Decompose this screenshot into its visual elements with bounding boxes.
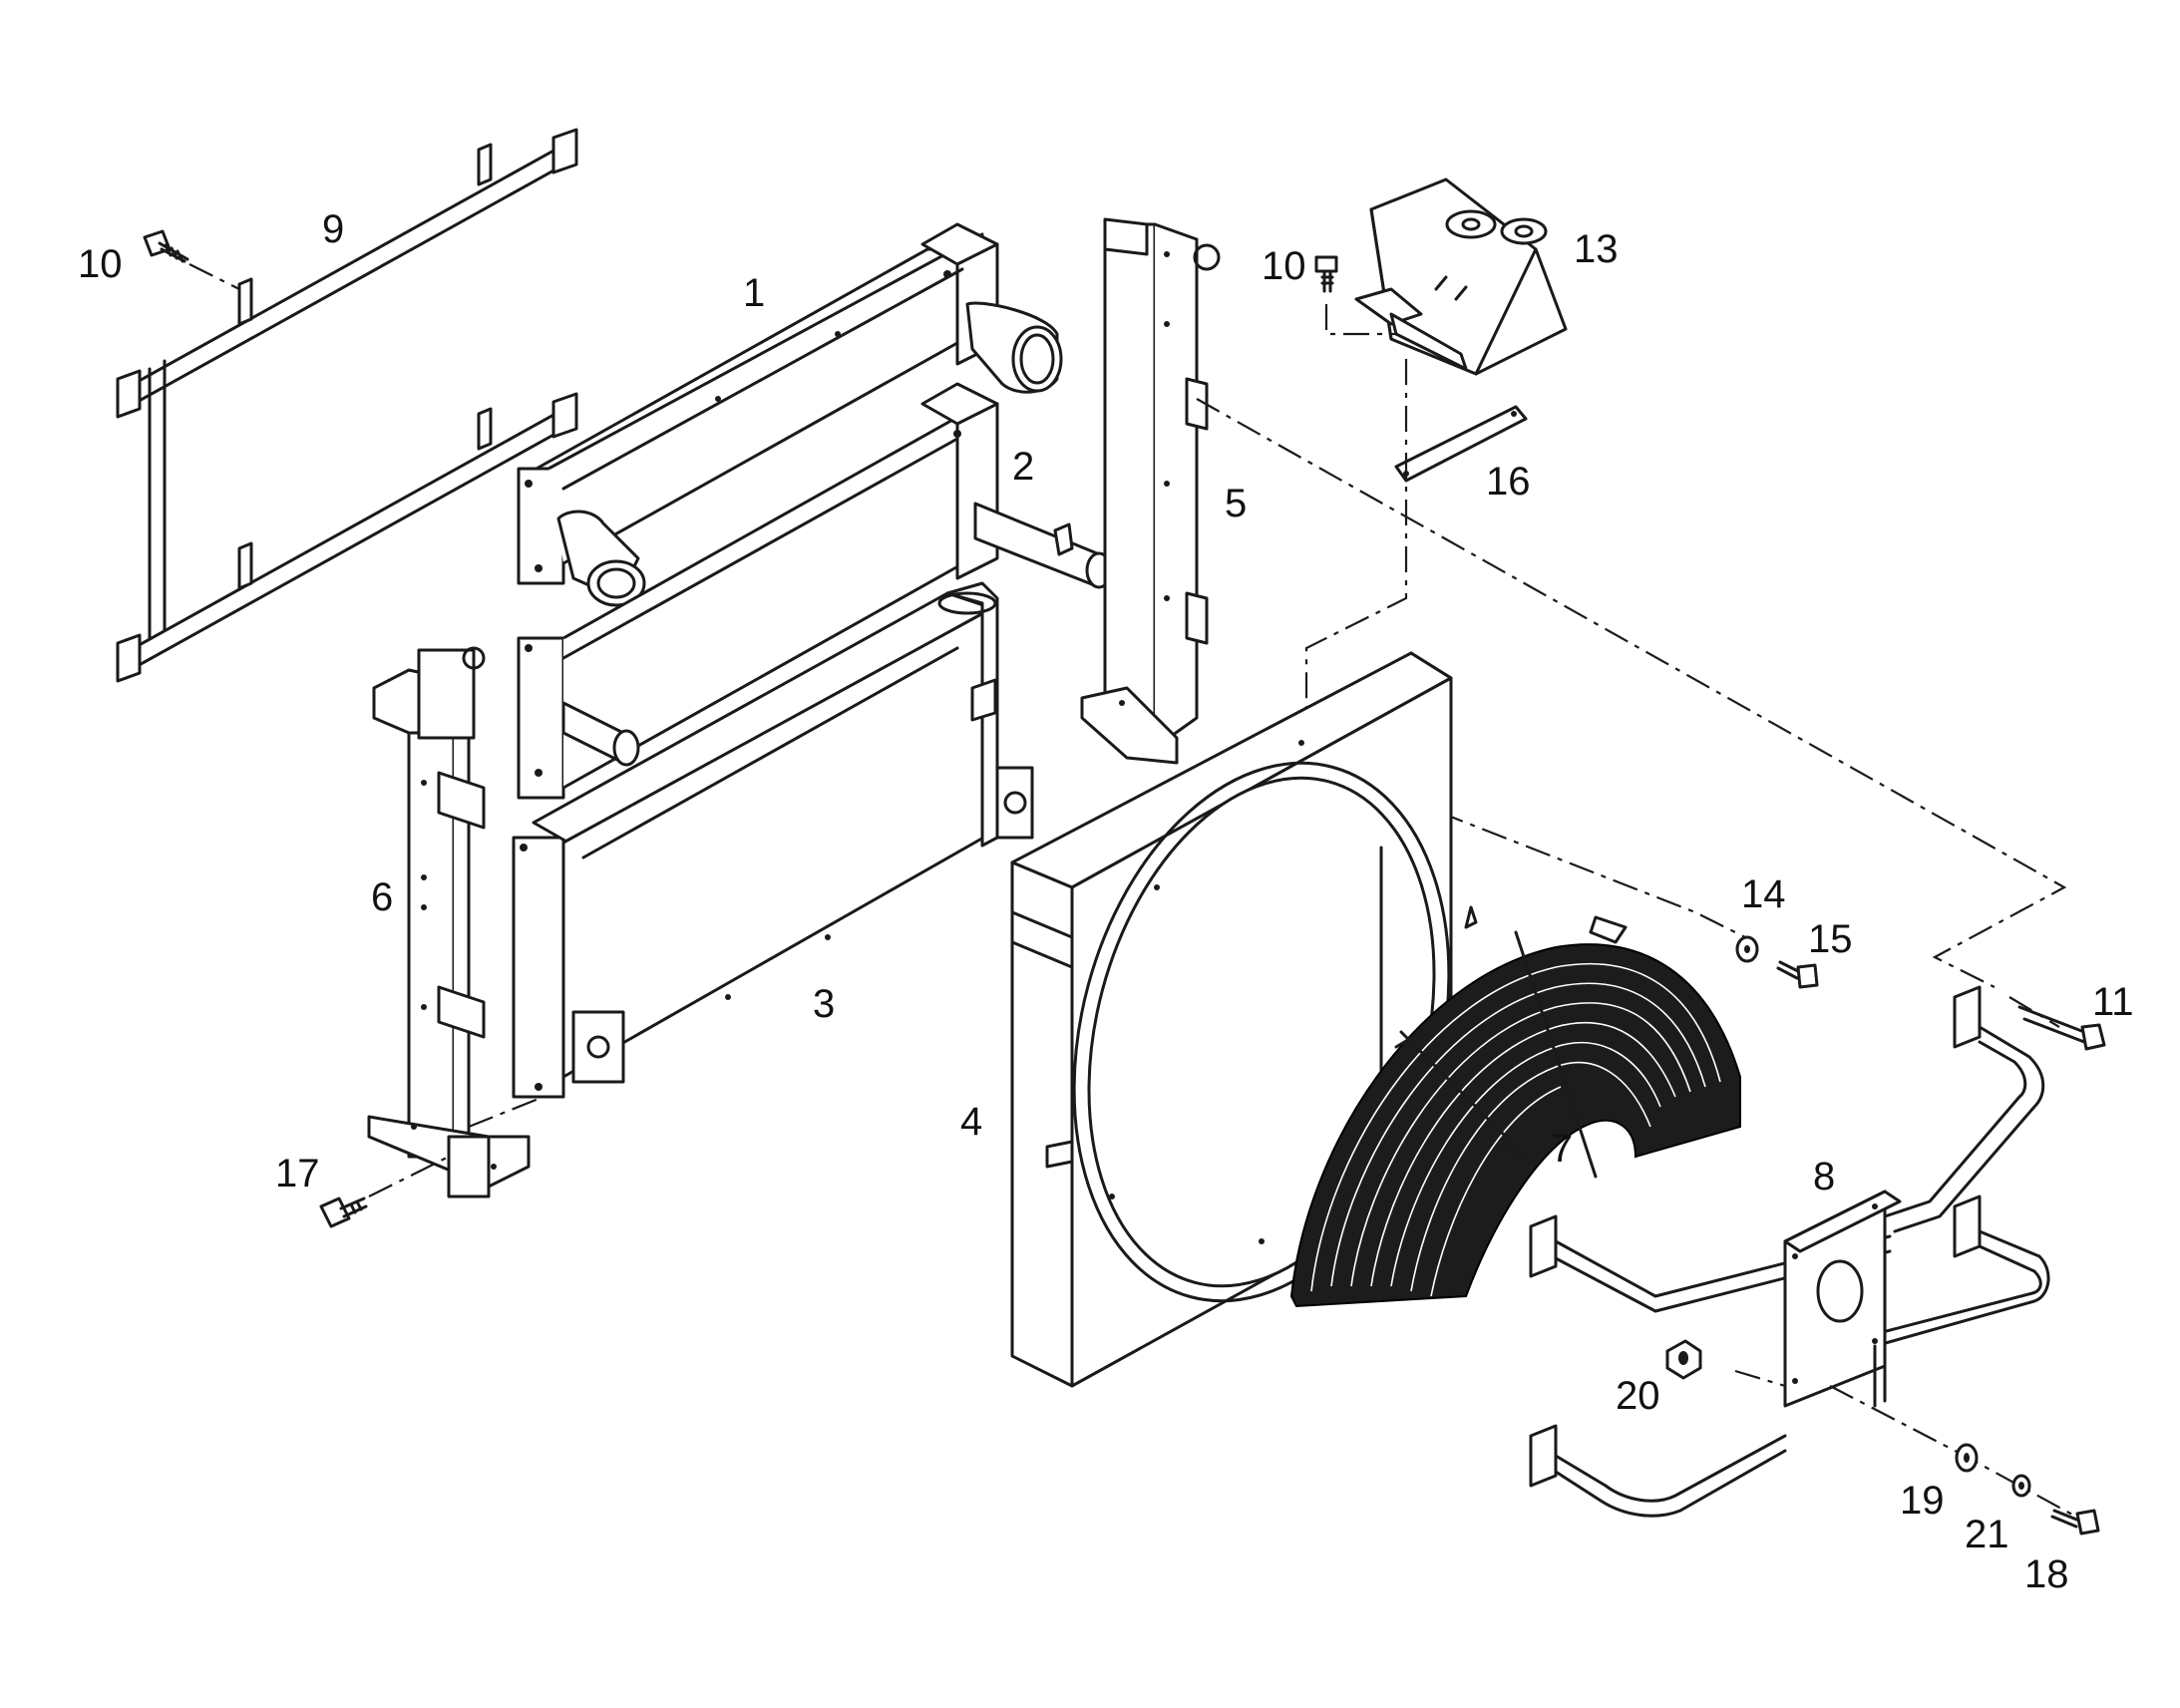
callout-14: 14 [1741,872,1786,916]
callout-labels: 1 2 3 4 5 6 7 8 9 10 10 11 13 14 15 16 1… [78,207,2134,1596]
fan-shroud-part-4 [1010,651,1478,1388]
radiator-part-1 [517,222,1063,607]
callout-7: 7 [1551,1127,1573,1171]
mounting-frame-part-8 [1529,985,2075,1518]
bolt-part-17 [319,1156,450,1228]
callout-11: 11 [2092,980,2134,1024]
callout-6: 6 [371,875,393,919]
charge-air-cooler-part-3 [468,581,1034,1129]
callout-13: 13 [1574,227,1619,271]
bolt-part-11 [2008,996,2106,1051]
nut-part-20 [1665,1339,1702,1380]
callout-2: 2 [1012,445,1034,489]
callout-4: 4 [960,1100,982,1144]
washer-part-19 [1955,1443,1979,1473]
callout-19: 19 [1900,1479,1945,1523]
callout-16: 16 [1486,460,1531,504]
bolt-part-10-right [1314,255,1396,336]
callout-10-right: 10 [1262,244,1306,288]
expansion-tank-part-13 [1354,177,1568,376]
callout-8: 8 [1813,1155,1835,1198]
lock-washer-part-21 [2011,1474,2031,1498]
side-bracket-part-6 [367,646,531,1198]
oil-cooler-part-2 [517,382,1113,800]
callout-9: 9 [322,207,344,251]
callout-5: 5 [1225,482,1247,525]
callout-1: 1 [743,271,765,315]
callout-10-left: 10 [78,242,123,286]
callout-21: 21 [1965,1513,2009,1556]
callout-17: 17 [275,1152,320,1196]
callout-3: 3 [813,982,835,1026]
assembly-leader-lines [1196,359,2067,988]
washer-part-14 [1735,935,1759,963]
callout-20: 20 [1616,1374,1660,1418]
callout-15: 15 [1808,917,1853,961]
bolt-part-10-left [143,229,189,263]
fan-guard-part-7 [1289,915,1741,1308]
callout-18: 18 [2024,1552,2069,1596]
bolt-part-18 [2050,1509,2100,1536]
support-frame-part-9 [116,128,578,683]
bolt-part-15 [1776,960,1819,989]
side-bracket-part-5 [1080,217,1221,765]
